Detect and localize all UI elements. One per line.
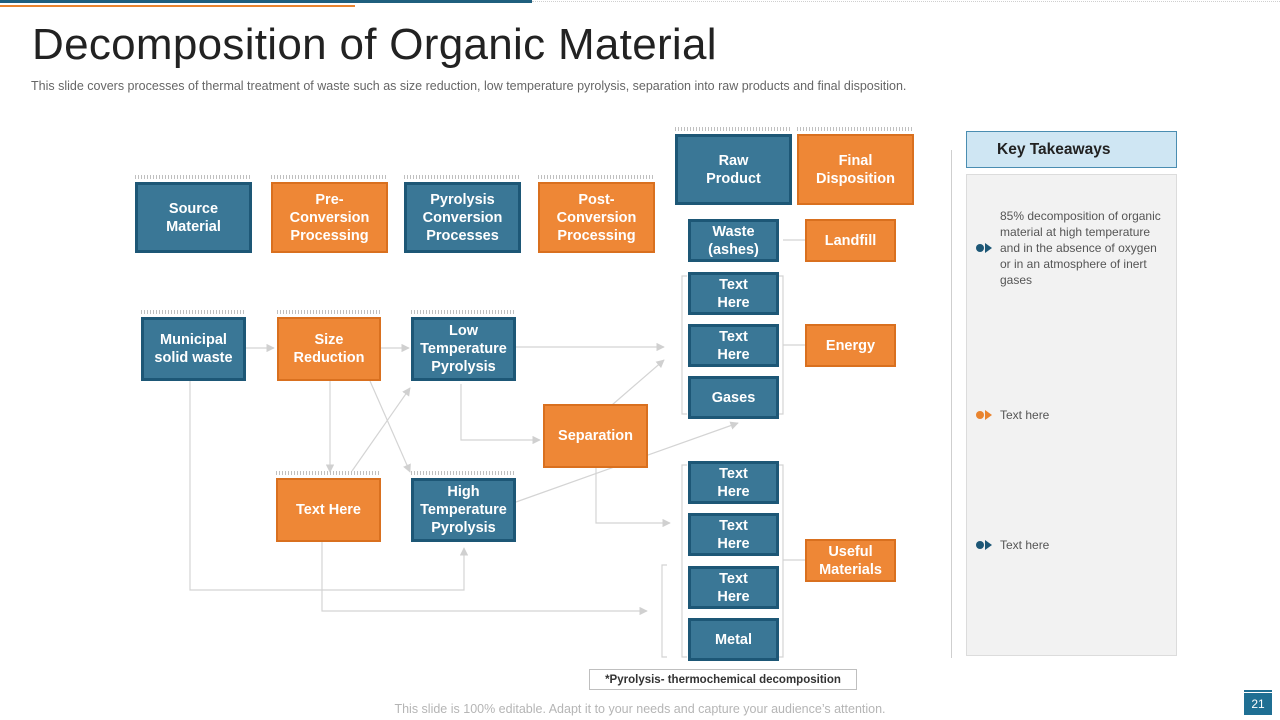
dotcap <box>411 310 516 314</box>
dotcap <box>141 310 246 314</box>
arrow-ltp-separation <box>460 384 541 445</box>
dotcap <box>538 175 655 179</box>
bullet-arrow-icon <box>976 540 992 550</box>
dotcap <box>277 310 381 314</box>
arrow-texthere-products <box>321 542 648 616</box>
bracket-solid-products <box>681 464 687 658</box>
page-number: 21 <box>1244 693 1272 715</box>
box-waste-ashes: Waste(ashes) <box>688 219 779 262</box>
key-takeaways-panel <box>966 174 1177 656</box>
editable-note: This slide is 100% editable. Adapt it to… <box>394 702 886 716</box>
arrow-separation-gases <box>611 359 665 406</box>
box-energy: Energy <box>805 324 896 367</box>
box-landfill: Landfill <box>805 219 896 262</box>
arrow-size-htp <box>369 380 411 473</box>
box-gases: Gases <box>688 376 779 419</box>
dotcap <box>797 127 914 131</box>
dotcap <box>271 175 388 179</box>
top-accent-bar-orange <box>0 5 355 7</box>
bracket-gas-products <box>681 275 687 415</box>
page-title: Decomposition of Organic Material <box>32 20 717 69</box>
key-takeaways-heading: Key Takeaways <box>966 131 1177 168</box>
page-subtitle: This slide covers processes of thermal t… <box>31 79 907 93</box>
bullet-arrow-icon <box>976 243 992 253</box>
box-metal: Metal <box>688 618 779 661</box>
box-separation: Separation <box>543 404 648 468</box>
takeaways-bracket <box>951 150 958 658</box>
box-text-here: Text Here <box>276 478 381 542</box>
dotcap <box>135 175 252 179</box>
pyrolysis-footnote: *Pyrolysis- thermochemical decomposition <box>589 669 857 690</box>
dotcap <box>675 127 792 131</box>
dotcap <box>411 471 516 475</box>
arrow-separation-solids <box>595 468 671 528</box>
top-accent-bar <box>0 0 532 3</box>
bullet-arrow-icon <box>976 410 992 420</box>
dotcap <box>276 471 381 475</box>
top-dotted-line <box>532 1 1280 2</box>
page-number-cap <box>1244 690 1272 692</box>
dotcap <box>404 175 521 179</box>
arrow-texthere-ltp <box>351 387 411 472</box>
